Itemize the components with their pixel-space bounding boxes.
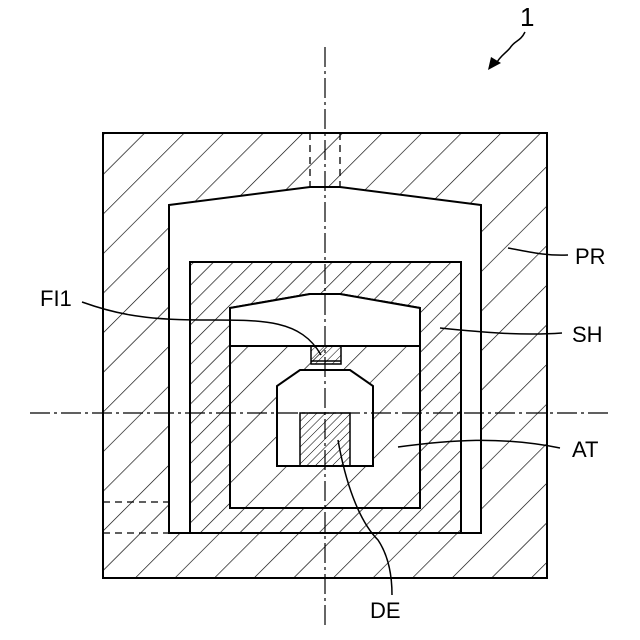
label-sh: SH: [572, 322, 603, 347]
label-pr: PR: [575, 244, 606, 269]
leader-ref: [496, 32, 525, 64]
label-at: AT: [572, 437, 598, 462]
ref-number-label: 1: [520, 2, 534, 32]
label-de: DE: [370, 598, 401, 623]
label-fi1: FI1: [40, 286, 72, 311]
